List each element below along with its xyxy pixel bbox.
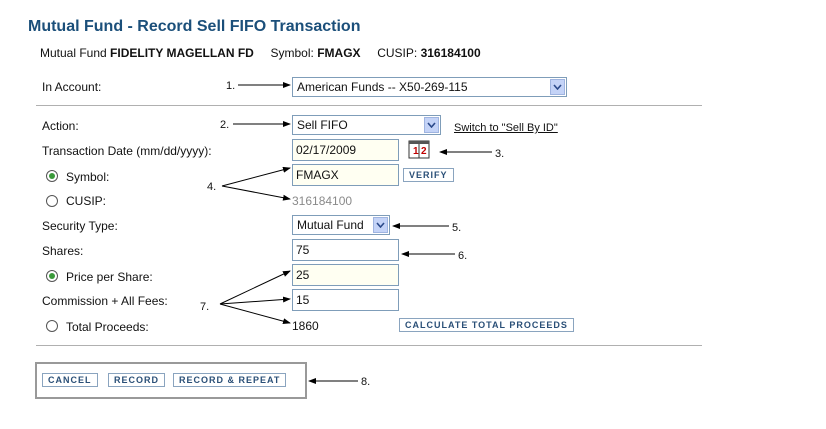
arrow-7a (219, 270, 291, 305)
calendar-icon[interactable]: 1 2 (408, 139, 430, 159)
annotation-1: 1. (226, 80, 236, 92)
divider-top (36, 105, 702, 106)
cusip-radio[interactable] (46, 195, 58, 207)
chevron-down-icon[interactable] (550, 79, 565, 95)
cancel-button[interactable]: CANCEL (42, 373, 98, 387)
annotation-4: 4. (207, 181, 217, 193)
cusip-value: 316184100 (420, 46, 481, 60)
arrow-7b (219, 296, 291, 305)
shares-label: Shares: (42, 244, 84, 258)
date-input[interactable]: 02/17/2009 (292, 139, 399, 161)
action-label: Action: (42, 119, 79, 133)
cusip-label: CUSIP: (377, 46, 418, 60)
fund-label: Mutual Fund (40, 46, 107, 60)
annotation-5: 5. (452, 222, 462, 234)
page-title: Mutual Fund - Record Sell FIFO Transacti… (28, 18, 361, 35)
symbol-radio[interactable] (46, 170, 58, 182)
chevron-down-icon[interactable] (424, 117, 439, 133)
verify-button[interactable]: VERIFY (403, 168, 454, 182)
date-label: Transaction Date (mm/dd/yyyy): (42, 144, 212, 158)
action-select-value: Sell FIFO (297, 118, 348, 132)
total-value: 1860 (292, 319, 319, 333)
annotation-8: 8. (361, 376, 371, 388)
price-radio[interactable] (46, 270, 58, 282)
symbol-label: Symbol: (270, 46, 314, 60)
cusip-row-value: 316184100 (292, 194, 353, 208)
fund-info-bar: Mutual Fund FIDELITY MAGELLAN FD Symbol:… (40, 46, 481, 60)
record-button[interactable]: RECORD (108, 373, 166, 387)
account-select-value: American Funds -- X50-269-115 (297, 80, 468, 94)
record-repeat-button[interactable]: RECORD & REPEAT (173, 373, 287, 387)
commission-label: Commission + All Fees: (42, 294, 168, 308)
price-label: Price per Share: (66, 270, 153, 284)
annotation-2: 2. (220, 119, 230, 131)
fund-name: FIDELITY MAGELLAN FD (110, 46, 254, 60)
cusip-row-label: CUSIP: (66, 194, 107, 208)
calculate-total-button[interactable]: CALCULATE TOTAL PROCEEDS (399, 318, 574, 332)
calendar-glyph-left: 1 (413, 146, 419, 157)
commission-input[interactable]: 15 (292, 289, 399, 311)
arrow-4b (221, 185, 291, 201)
annotation-6: 6. (458, 250, 468, 262)
symbol-row-label: Symbol: (66, 170, 110, 184)
switch-sell-by-id-link[interactable]: Switch to "Sell By ID" (454, 122, 558, 134)
security-type-label: Security Type: (42, 219, 118, 233)
shares-input[interactable]: 75 (292, 239, 399, 261)
symbol-value: FMAGX (317, 46, 361, 60)
total-label: Total Proceeds: (66, 320, 149, 334)
divider-bottom (36, 345, 702, 346)
annotation-7: 7. (200, 301, 210, 313)
security-type-select[interactable]: Mutual Fund (292, 215, 390, 235)
account-select[interactable]: American Funds -- X50-269-115 (292, 77, 567, 97)
calendar-glyph-right: 2 (421, 146, 427, 157)
annotation-3: 3. (495, 148, 505, 160)
total-radio[interactable] (46, 320, 58, 332)
arrow-4a (221, 166, 291, 187)
account-label: In Account: (42, 80, 102, 94)
action-select[interactable]: Sell FIFO (292, 115, 441, 135)
chevron-down-icon[interactable] (373, 217, 388, 233)
security-type-value: Mutual Fund (297, 218, 364, 232)
arrow-7c (219, 303, 291, 325)
action-buttons-box (35, 362, 307, 399)
price-input[interactable]: 25 (292, 264, 399, 286)
symbol-input[interactable]: FMAGX (292, 164, 399, 186)
